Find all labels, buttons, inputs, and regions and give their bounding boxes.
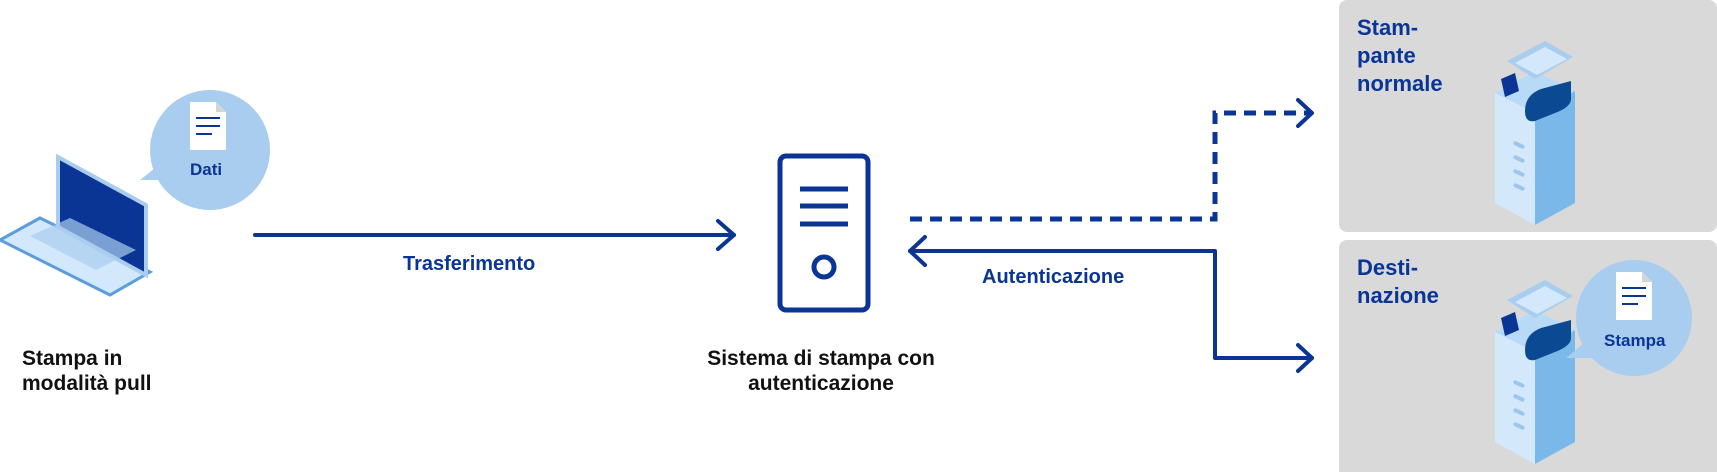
server-label: Sistema di stampa con autenticazione (671, 346, 971, 396)
normal-printer-label-line2: pante (1357, 43, 1416, 68)
client-label-line2: modalità pull (22, 372, 152, 396)
server-label-line2: autenticazione (748, 372, 894, 396)
transfer-arrow (253, 219, 736, 251)
destination-printer-label: Desti- nazione (1357, 254, 1439, 310)
destination-label-line1: Desti- (1357, 255, 1419, 280)
normal-printer-label-line1: Stam- (1357, 15, 1419, 40)
print-bubble (1566, 260, 1692, 376)
document-icon (189, 101, 227, 151)
dotted-arrow-normal-printer (910, 98, 1314, 222)
normal-printer-label: Stam- pante normale (1357, 14, 1443, 98)
document-icon (1615, 271, 1653, 321)
data-bubble-label: Dati (190, 160, 223, 179)
normal-printer-label-line3: normale (1357, 71, 1443, 96)
client-label: Stampa in modalità pull (22, 346, 152, 396)
transfer-label: Trasferimento (403, 253, 536, 275)
authentication-label: Autenticazione (982, 266, 1125, 288)
destination-label-line2: nazione (1357, 283, 1439, 308)
laptop-icon (0, 153, 154, 297)
client-label-line1: Stampa in (22, 347, 123, 370)
server-label-line1: Sistema di stampa con (707, 347, 935, 370)
server-icon (777, 153, 871, 313)
print-bubble-label: Stampa (1604, 331, 1666, 350)
authentication-arrow (908, 235, 1314, 373)
printer-icon (1495, 280, 1575, 464)
data-bubble (140, 90, 270, 210)
printer-icon (1495, 41, 1575, 225)
